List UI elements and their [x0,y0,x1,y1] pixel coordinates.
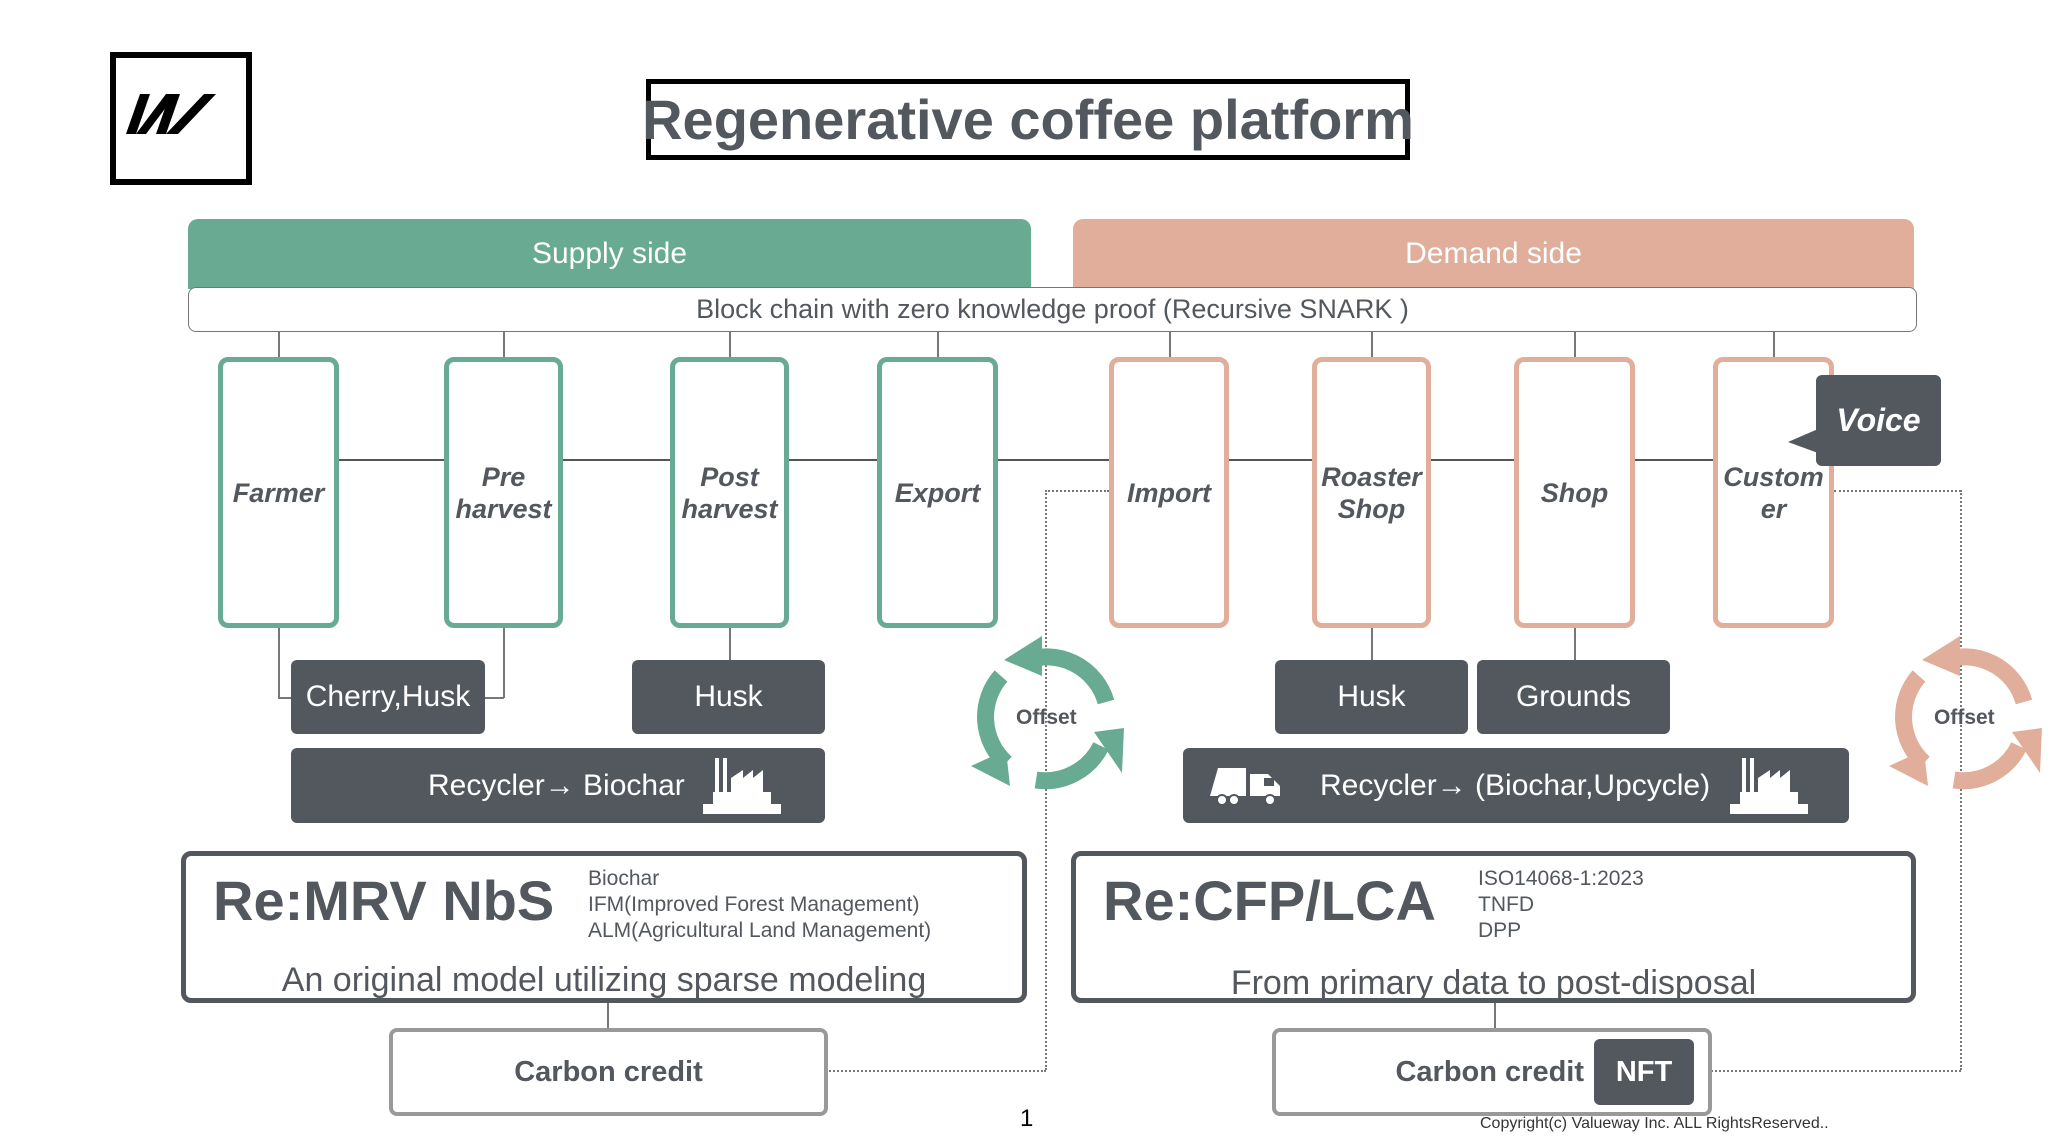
connector [1371,332,1373,358]
valueway-logo-icon [126,94,216,134]
offset-dotted-line [710,1070,1046,1072]
connector [503,332,505,358]
offset-label-left: Offset [1016,706,1077,729]
panel-mrv-title: Re:MRV NbS [213,869,555,932]
voice-bubble-tail [1788,429,1818,453]
carbon-credit-right-label: Carbon credit [1395,1055,1584,1088]
recycler-biochar-label: Recycler→ Biochar [428,768,685,802]
blockchain-bar: Block chain with zero knowledge proof (R… [188,287,1917,332]
offset-cycle-icon-right [1889,636,2042,790]
recycler-biochar-upcycle: Recycler→ (Biochar,Upcycle) [1183,748,1849,823]
nft-badge: NFT [1594,1039,1694,1105]
company-logo [110,52,252,185]
connector [607,1003,609,1029]
waste-cherry-husk: Cherry,Husk [291,660,485,734]
connector [729,628,731,661]
offset-dotted-line [1700,1070,1961,1072]
connector [1371,628,1373,661]
panel-cfp-title: Re:CFP/LCA [1103,869,1436,932]
panel-cfp-subtitle: From primary data to post-disposal [1230,964,1757,1002]
copyright: Copyright(c) Valueway Inc. ALL RightsRes… [1480,1115,1829,1132]
waste-husk-supply: Husk [632,660,825,734]
connector [1773,332,1775,358]
demand-side-header: Demand side [1073,219,1914,289]
panel-mrv-subtitle: An original model utilizing sparse model… [281,961,927,999]
connector [278,332,280,358]
offset-label-right: Offset [1934,706,1995,729]
connector [937,332,939,358]
factory-icon [1730,757,1809,814]
connector [1574,628,1576,661]
stage-import: Import [1109,357,1229,628]
recycler-upcycle-label: Recycler→ (Biochar,Upcycle) [1320,768,1711,802]
voice-bubble: Voice [1816,375,1941,466]
connector [278,697,292,699]
supply-side-header: Supply side [188,219,1031,289]
connector [729,332,731,358]
connector [1169,332,1171,358]
connector [503,628,505,698]
garbage-truck-icon [1210,767,1280,806]
stage-shop: Shop [1514,357,1635,628]
page-number: 1 [1020,1105,1034,1132]
waste-grounds: Grounds [1477,660,1670,734]
stage-farmer: Farmer [218,357,339,628]
offset-cycle-icon-left [971,636,1124,790]
offset-dotted-line [1045,490,1109,492]
stage-export: Export [877,357,998,628]
stage-chain-line [339,459,1713,461]
connector [278,628,280,698]
waste-husk-demand: Husk [1275,660,1468,734]
factory-icon [702,757,781,814]
page-title: Regenerative coffee platform [642,79,1414,160]
offset-dotted-line [1834,490,1961,492]
carbon-credit-right: Carbon credit NFT [1272,1028,1712,1116]
recycler-biochar: Recycler→ Biochar [291,748,825,823]
connector [1494,1003,1496,1029]
connector [485,697,504,699]
carbon-credit-left: Carbon credit [389,1028,828,1116]
connector [1574,332,1576,358]
